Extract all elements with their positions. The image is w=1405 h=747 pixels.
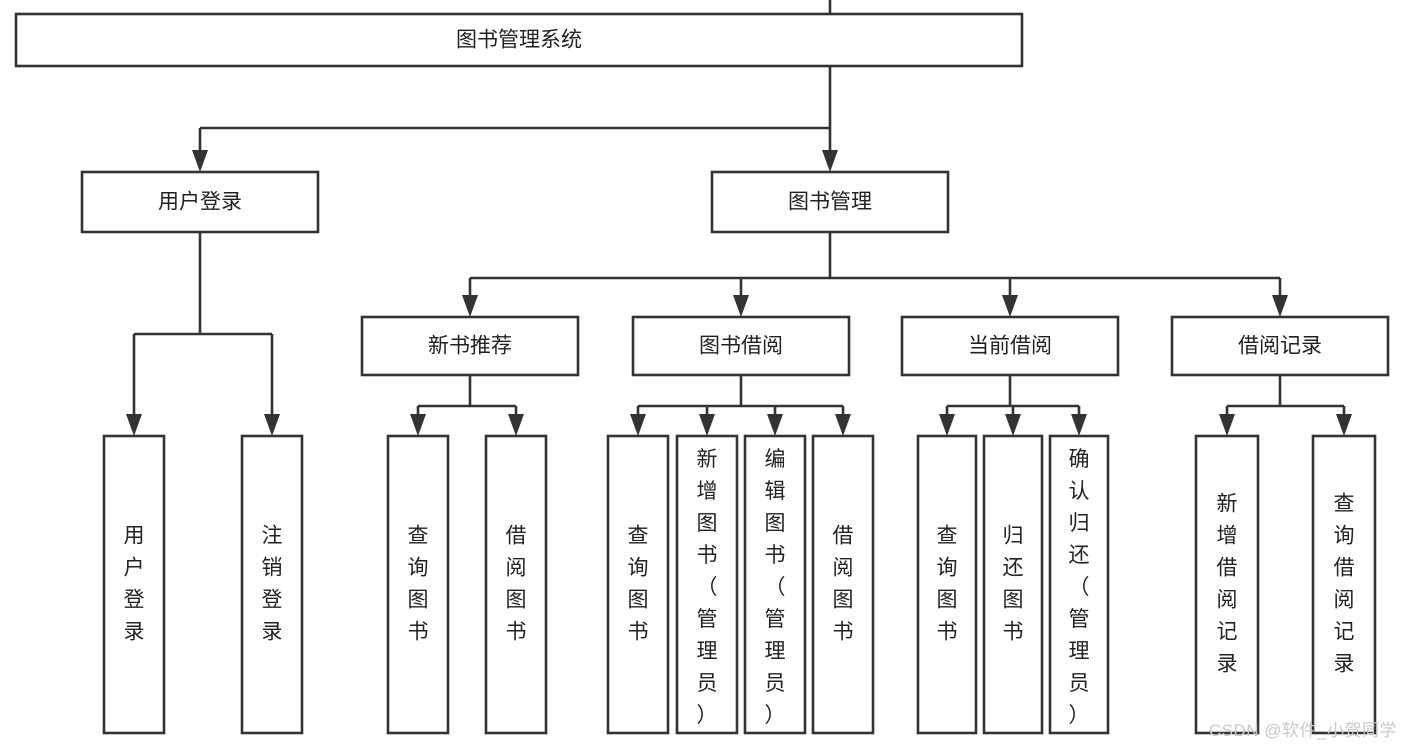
node-leaf-borrow-book-recommend-label: 借阅图书 (506, 524, 527, 643)
arrow-to-leaf-edit-book-admin-icon (767, 414, 783, 436)
node-leaf-query-book-current[interactable]: 查询图书 (916, 434, 978, 735)
arrow-to-leaf-user-logout-icon (264, 414, 280, 436)
arrow-to-leaf-confirm-return-admin-icon (1071, 414, 1087, 436)
node-leaf-query-book-recommend-frame (386, 434, 450, 735)
arrow-to-leaf-query-book-recommend-icon (410, 414, 426, 436)
node-book-borrow[interactable]: 图书借阅 (631, 315, 851, 377)
node-borrow-record-label: 借阅记录 (1238, 335, 1322, 358)
arrow-to-new-book-recommend-icon (462, 295, 478, 317)
node-leaf-query-borrow-record-frame (1311, 434, 1377, 735)
arrow-to-book-management-icon (822, 150, 838, 172)
node-leaf-borrow-book-label: 借阅图书 (833, 524, 854, 643)
node-leaf-add-borrow-record-frame (1194, 434, 1260, 735)
node-leaf-return-book[interactable]: 归还图书 (982, 434, 1044, 735)
node-book-management-label: 图书管理 (788, 191, 872, 214)
node-user-login-label: 用户登录 (158, 191, 242, 214)
node-leaf-query-book-borrow[interactable]: 查询图书 (606, 434, 670, 735)
node-leaf-query-borrow-record-label: 查询借阅记录 (1334, 492, 1355, 675)
node-leaf-user-logout-frame (240, 434, 304, 735)
arrow-to-leaf-user-login-icon (126, 414, 142, 436)
node-leaf-edit-book-admin-frame (743, 434, 807, 735)
arrow-to-leaf-add-borrow-record-icon (1219, 414, 1235, 436)
node-leaf-borrow-book-frame (811, 434, 875, 735)
watermark-text: CSDN @软件_小贺同学 (1208, 721, 1397, 740)
node-leaf-return-book-label: 归还图书 (1003, 524, 1024, 643)
arrow-to-leaf-query-book-current-icon (939, 414, 955, 436)
node-leaf-add-book-admin-frame (675, 434, 739, 735)
node-leaf-borrow-book[interactable]: 借阅图书 (811, 434, 875, 735)
node-leaf-query-book-current-frame (916, 434, 978, 735)
node-new-book-recommend[interactable]: 新书推荐 (360, 315, 580, 377)
node-leaf-user-login-label: 用户登录 (124, 524, 145, 643)
node-book-borrow-label: 图书借阅 (699, 335, 783, 358)
arrow-to-leaf-query-borrow-record-icon (1336, 414, 1352, 436)
node-user-login-frame (80, 170, 320, 234)
node-leaf-borrow-book-recommend[interactable]: 借阅图书 (484, 434, 548, 735)
node-leaf-add-book-admin-label: 新增图书（管理员） (697, 448, 718, 727)
node-leaf-add-borrow-record-label: 新增借阅记录 (1217, 492, 1238, 675)
arrow-to-leaf-borrow-book-recommend-icon (508, 414, 524, 436)
node-leaf-query-book-current-label: 查询图书 (937, 524, 958, 643)
arrow-to-leaf-query-book-borrow-icon (630, 414, 646, 436)
node-leaf-borrow-book-recommend-frame (484, 434, 548, 735)
node-book-management-frame (710, 170, 950, 234)
node-root-system-label: 图书管理系统 (456, 29, 582, 52)
node-book-management[interactable]: 图书管理 (710, 170, 950, 234)
node-leaf-confirm-return-admin-frame (1048, 434, 1110, 735)
arrow-to-book-borrow-icon (733, 295, 749, 317)
node-current-borrow-frame (900, 315, 1120, 377)
node-leaf-add-borrow-record[interactable]: 新增借阅记录 (1194, 434, 1260, 735)
node-user-login[interactable]: 用户登录 (80, 170, 320, 234)
node-leaf-query-book-borrow-label: 查询图书 (628, 524, 649, 643)
node-new-book-recommend-frame (360, 315, 580, 377)
arrow-to-user-login-icon (192, 150, 208, 172)
node-leaf-user-logout[interactable]: 注销登录 (240, 434, 304, 735)
node-borrow-record[interactable]: 借阅记录 (1170, 315, 1390, 377)
node-leaf-query-book-recommend-label: 查询图书 (408, 524, 429, 643)
arrow-to-current-borrow-icon (1002, 295, 1018, 317)
node-leaf-edit-book-admin[interactable]: 编辑图书（管理员） (743, 434, 807, 735)
node-current-borrow[interactable]: 当前借阅 (900, 315, 1120, 377)
node-leaf-user-login[interactable]: 用户登录 (102, 434, 166, 735)
node-layer: 图书管理系统用户登录图书管理新书推荐图书借阅当前借阅借阅记录用户登录注销登录查询… (14, 12, 1390, 735)
node-leaf-confirm-return-admin[interactable]: 确认归还（管理员） (1048, 434, 1110, 735)
node-leaf-confirm-return-admin-label: 确认归还（管理员） (1069, 448, 1090, 727)
node-root-system[interactable]: 图书管理系统 (14, 12, 1024, 68)
node-leaf-edit-book-admin-label: 编辑图书（管理员） (765, 448, 786, 727)
node-leaf-user-logout-label: 注销登录 (262, 524, 283, 643)
node-leaf-query-book-recommend[interactable]: 查询图书 (386, 434, 450, 735)
connector-layer (126, 0, 1352, 436)
node-leaf-user-login-frame (102, 434, 166, 735)
arrow-to-borrow-record-icon (1272, 295, 1288, 317)
node-leaf-add-book-admin[interactable]: 新增图书（管理员） (675, 434, 739, 735)
node-borrow-record-frame (1170, 315, 1390, 377)
node-leaf-query-borrow-record[interactable]: 查询借阅记录 (1311, 434, 1377, 735)
node-book-borrow-frame (631, 315, 851, 377)
node-leaf-return-book-frame (982, 434, 1044, 735)
arrow-to-leaf-return-book-icon (1005, 414, 1021, 436)
node-root-system-frame (14, 12, 1024, 68)
node-leaf-query-book-borrow-frame (606, 434, 670, 735)
arrow-to-leaf-add-book-admin-icon (699, 414, 715, 436)
node-current-borrow-label: 当前借阅 (968, 335, 1052, 358)
arrow-to-leaf-borrow-book-icon (835, 414, 851, 436)
node-new-book-recommend-label: 新书推荐 (428, 335, 512, 358)
